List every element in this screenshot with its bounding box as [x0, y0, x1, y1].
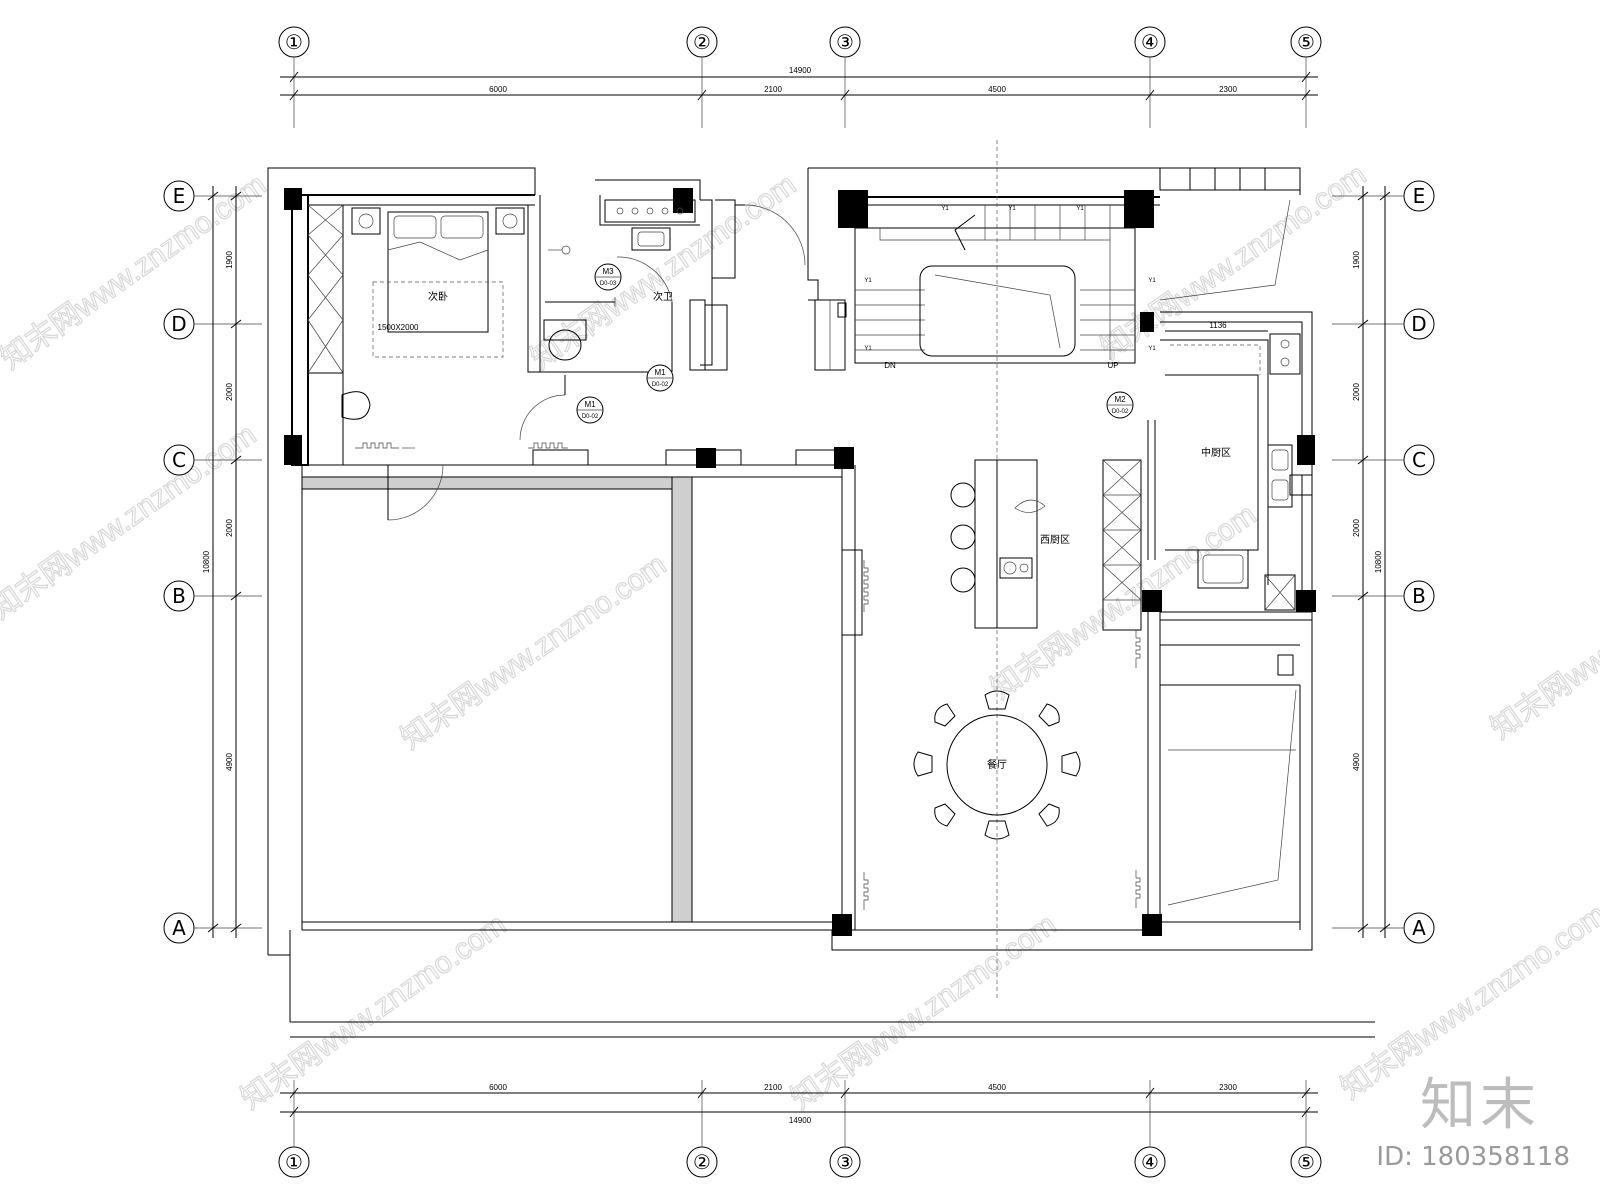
- dim-right-seg-4: 4900: [1352, 753, 1361, 771]
- image-id-label: ID: 180358118: [1376, 1142, 1570, 1172]
- door-tag-m2: M2: [1114, 395, 1126, 404]
- row-bubble-D: D: [171, 312, 186, 336]
- dim-right-seg-2: 2000: [1352, 383, 1361, 401]
- row-bubble-C: C: [172, 448, 186, 472]
- col-bubble-1: ①: [285, 30, 303, 54]
- dimensions-left: 10800 1900 2000 2000 4900: [202, 186, 242, 938]
- bedroom: 次卧 1500X2000: [307, 204, 525, 466]
- dim-right-seg-3: 2000: [1352, 519, 1361, 537]
- row-bubble-right-D: D: [1411, 312, 1426, 336]
- dim-bottom-seg-3: 4500: [988, 1083, 1006, 1092]
- row-bubble-B: B: [172, 584, 186, 608]
- watermark-3: 知末网www.znzmo.com: [1095, 158, 1372, 366]
- dim-left-seg-1: 1900: [225, 251, 234, 269]
- brand-logo: 知末: [1420, 1073, 1540, 1138]
- watermark-6: 知末网www.znzmo.com: [985, 498, 1262, 706]
- col-bubble-bottom-2: ②: [693, 1150, 711, 1174]
- stairs: DN UP Y1 Y1 Y1 Y1 Y1 Y1 Y1: [814, 140, 1156, 1000]
- dim-left-seg-2: 2000: [225, 383, 234, 401]
- stair-marker-6: Y1: [864, 346, 872, 352]
- row-bubbles-left: E D C B A: [163, 180, 195, 944]
- stair-marker-7: Y1: [1148, 346, 1156, 352]
- room-label-dining: 餐厅: [987, 758, 1007, 771]
- door-tag-m1-b: M1: [584, 400, 596, 409]
- col-bubble-bottom-4: ④: [1141, 1150, 1159, 1174]
- row-bubble-right-E: E: [1413, 184, 1426, 208]
- dim-top-seg-2: 2100: [764, 85, 782, 94]
- stair-up-label: UP: [1107, 361, 1118, 370]
- dim-left-seg-4: 4900: [225, 753, 234, 771]
- row-bubble-E: E: [173, 184, 186, 208]
- stair-down-label: DN: [884, 361, 896, 370]
- column-bubbles-top: ① ② ③ ④ ⑤: [278, 26, 1322, 58]
- doors: M3 D0-03 M1 D0-02 M1 D0-02 M2 D0-02: [387, 204, 1134, 521]
- row-bubbles-right: E D C B A: [1403, 180, 1435, 944]
- row-bubble-right-A: A: [1412, 916, 1426, 940]
- door-ref-m1-a: D0-02: [652, 382, 669, 388]
- door-ref-m2: D0-02: [1112, 409, 1129, 415]
- dim-top-seg-1: 6000: [489, 85, 507, 94]
- bed-size-label: 1500X2000: [378, 323, 419, 332]
- dim-left-total: 10800: [202, 550, 211, 573]
- door-ref-m1-b: D0-02: [582, 414, 599, 420]
- room-label-western-kitchen: 西厨区: [1040, 534, 1070, 546]
- watermark-4: 知末网www.znzmo.com: [0, 418, 262, 626]
- room-label-chinese-kitchen: 中厨区: [1201, 446, 1231, 459]
- column-bubbles-bottom: ① ② ③ ④ ⑤: [278, 1146, 1322, 1178]
- watermark-5: 知末网www.znzmo.com: [395, 548, 672, 756]
- watermark-2: 知末网www.znzmo.com: [525, 168, 802, 376]
- stair-marker-5: Y1: [1148, 278, 1156, 284]
- dim-right-total: 10800: [1374, 550, 1383, 573]
- row-bubble-A: A: [172, 916, 186, 940]
- col-bubble-bottom-3: ③: [836, 1150, 854, 1174]
- kitchen-width-dim: 1136: [1209, 321, 1227, 330]
- stair-marker-2: Y1: [1008, 206, 1016, 212]
- dim-top-seg-4: 2300: [1219, 85, 1237, 94]
- grid-leaders: [194, 57, 1404, 1147]
- dim-bottom-total: 14900: [789, 1116, 812, 1125]
- door-tag-m1-a: M1: [654, 368, 666, 377]
- door-ref-m3: D0-03: [600, 281, 617, 287]
- watermark-9: 知末网www.znzmo.com: [785, 908, 1062, 1116]
- walls: [267, 167, 1375, 1038]
- dimensions-right: 1900 2000 2000 4900 10800: [1352, 186, 1391, 938]
- col-bubble-bottom-5: ⑤: [1297, 1150, 1315, 1174]
- dining: 餐厅: [913, 690, 1081, 840]
- watermarks: 知末网www.znzmo.com 知末网www.znzmo.com 知末网www…: [0, 157, 1600, 1116]
- row-bubble-right-B: B: [1412, 584, 1426, 608]
- dim-bottom-seg-1: 6000: [489, 1083, 507, 1092]
- stair-marker-4: Y1: [864, 278, 872, 284]
- dim-bottom-seg-2: 2100: [764, 1083, 782, 1092]
- row-bubble-right-C: C: [1412, 448, 1426, 472]
- door-tag-m3: M3: [602, 267, 614, 276]
- dimensions-bottom: 6000 2100 4500 2300 14900: [280, 1083, 1318, 1125]
- room-label-bedroom: 次卧: [428, 290, 448, 303]
- chinese-kitchen: 1136 中厨区: [1102, 321, 1301, 631]
- col-bubble-bottom-1: ①: [285, 1150, 303, 1174]
- room-label-bathroom: 次卫: [653, 290, 673, 303]
- dimensions-top: 14900 6000 2100 4500 2300: [280, 66, 1318, 101]
- stair-marker-1: Y1: [941, 206, 949, 212]
- watermark-7: 知末网www.znzmo.com: [1485, 538, 1600, 746]
- dim-right-seg-1: 1900: [1352, 251, 1361, 269]
- dim-bottom-seg-4: 2300: [1219, 1083, 1237, 1092]
- watermark-8: 知末网www.znzmo.com: [235, 908, 512, 1116]
- dim-left-seg-3: 2000: [225, 519, 234, 537]
- col-bubble-4: ④: [1141, 30, 1159, 54]
- dim-top-seg-3: 4500: [988, 85, 1006, 94]
- stair-marker-3: Y1: [1076, 206, 1084, 212]
- col-bubble-2: ②: [693, 30, 711, 54]
- col-bubble-5: ⑤: [1297, 30, 1315, 54]
- western-kitchen: 西厨区: [950, 459, 1070, 629]
- columns: [284, 188, 1316, 936]
- col-bubble-3: ③: [836, 30, 854, 54]
- dim-top-total: 14900: [789, 66, 812, 75]
- windows: [528, 442, 1141, 910]
- bathroom: 次卫: [543, 199, 728, 371]
